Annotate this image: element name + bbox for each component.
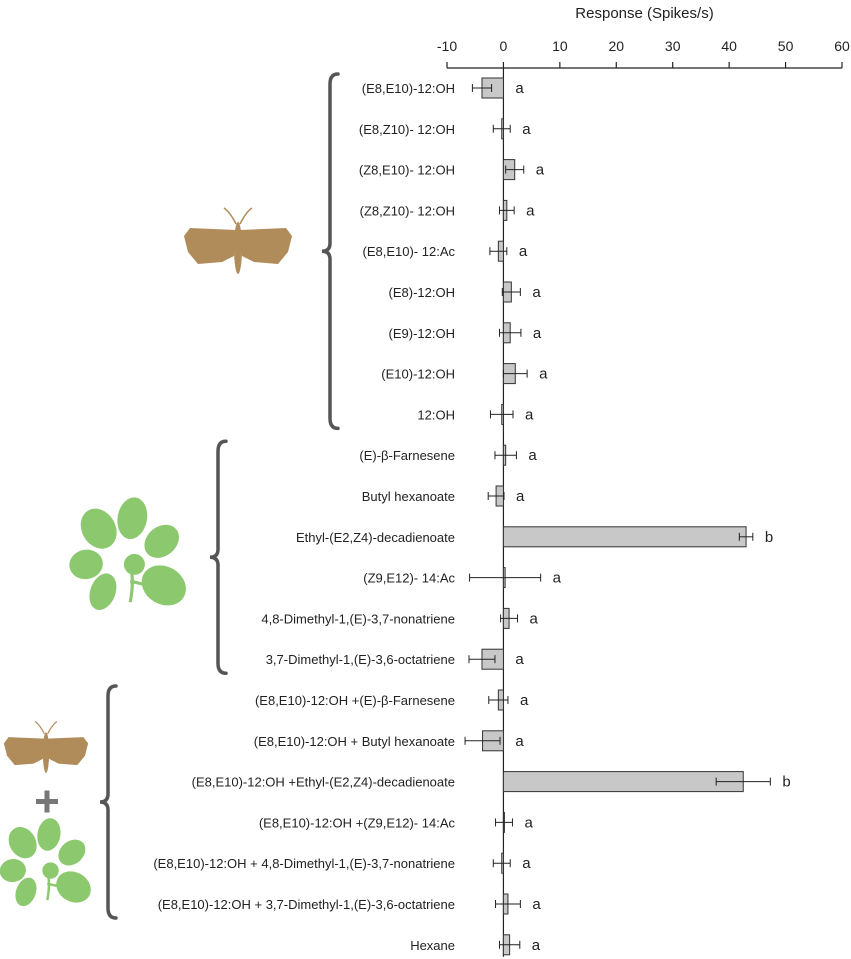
x-tick-label: 60	[834, 38, 850, 54]
category-label: (E8,E10)- 12:Ac	[363, 244, 456, 259]
group-brackets	[99, 72, 340, 920]
significance-label: a	[515, 651, 524, 668]
significance-label: a	[525, 406, 534, 423]
category-label: (E8,E10)-12:OH + Butyl hexanoate	[254, 734, 455, 749]
category-label: (E8)-12:OH	[389, 285, 455, 300]
category-label: (E8,E10)-12:OH	[362, 81, 455, 96]
category-label: (E10)-12:OH	[381, 367, 455, 382]
significance-label: a	[553, 570, 562, 587]
group-icons	[0, 207, 292, 907]
x-tick-label: -10	[437, 38, 457, 54]
significance-label: a	[519, 243, 528, 260]
x-tick-label: 0	[500, 38, 508, 54]
significance-label: a	[533, 325, 542, 342]
category-label: (E8,E10)-12:OH + 4,8-Dimethyl-1,(E)-3,7-…	[153, 856, 455, 871]
group-bracket	[321, 72, 340, 431]
category-label: (E9)-12:OH	[389, 326, 455, 341]
x-tick-label: 50	[778, 38, 794, 54]
x-tick-label: 30	[665, 38, 681, 54]
significance-label: a	[520, 692, 529, 709]
bar	[502, 771, 744, 793]
category-label: 3,7-Dimethyl-1,(E)-3,6-octatriene	[266, 652, 455, 667]
x-axis-title: Response (Spikes/s)	[575, 5, 713, 22]
significance-label: a	[522, 855, 531, 872]
category-label: Ethyl-(E2,Z4)-decadienoate	[296, 530, 455, 545]
significance-label: a	[516, 488, 525, 505]
significance-label: a	[524, 814, 533, 831]
category-labels: (E8,E10)-12:OH (E8,Z10)- 12:OH (Z8,E10)- 1…	[153, 81, 455, 953]
significance-label: a	[515, 733, 524, 750]
plus-icon	[36, 790, 58, 813]
x-tick-label: 20	[608, 38, 624, 54]
plant-icon	[0, 818, 91, 907]
category-label: Butyl hexanoate	[362, 489, 455, 504]
significance-label: a	[522, 121, 531, 138]
significance-label: a	[526, 202, 535, 219]
significance-label: a	[528, 447, 537, 464]
category-label: (E)-β-Farnesene	[359, 448, 455, 463]
category-label: 12:OH	[417, 407, 455, 422]
group-bracket	[209, 439, 228, 675]
plant-icon	[69, 497, 186, 610]
category-label: (Z8,E10)- 12:OH	[359, 163, 455, 178]
category-label: (E8,Z10)- 12:OH	[359, 122, 455, 137]
category-label: Hexane	[410, 938, 455, 953]
category-label: 4,8-Dimethyl-1,(E)-3,7-nonatriene	[261, 611, 455, 626]
category-label: (E8,E10)-12:OH + 3,7-Dimethyl-1,(E)-3,6-…	[158, 897, 455, 912]
significance-label: a	[532, 937, 541, 954]
bars: a a a a a a a a a a a b a a a a a b a a a a	[464, 77, 791, 956]
significance-label: a	[530, 610, 539, 627]
category-label: (Z8,Z10)- 12:OH	[360, 203, 455, 218]
category-label: (E8,E10)-12:OH +(E)-β-Farnesene	[255, 693, 455, 708]
moth-icon	[184, 207, 292, 274]
significance-label: a	[536, 162, 545, 179]
bar	[502, 526, 747, 548]
x-tick-label: 40	[721, 38, 737, 54]
group-bracket	[99, 684, 118, 920]
category-label: (Z9,E12)- 14:Ac	[363, 571, 455, 586]
category-label: (E8,E10)-12:OH +Ethyl-(E2,Z4)-decadienoa…	[192, 775, 455, 790]
x-tick-label: 10	[552, 38, 568, 54]
significance-label: a	[532, 284, 541, 301]
significance-label: a	[515, 80, 524, 97]
significance-label: b	[782, 774, 790, 791]
significance-label: a	[532, 896, 541, 913]
category-label: (E8,E10)-12:OH +(Z9,E12)- 14:Ac	[259, 815, 456, 830]
moth-icon	[3, 720, 89, 773]
significance-label: a	[539, 366, 548, 383]
significance-label: b	[765, 529, 773, 546]
